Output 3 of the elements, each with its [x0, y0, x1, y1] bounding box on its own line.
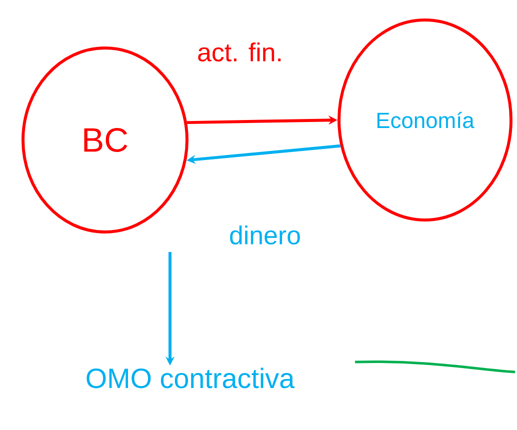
edge-label: act. fin.	[196, 42, 284, 62]
edge-label: dinero	[228, 224, 302, 246]
handwritten-text: OMO contractiva	[86, 368, 295, 388]
